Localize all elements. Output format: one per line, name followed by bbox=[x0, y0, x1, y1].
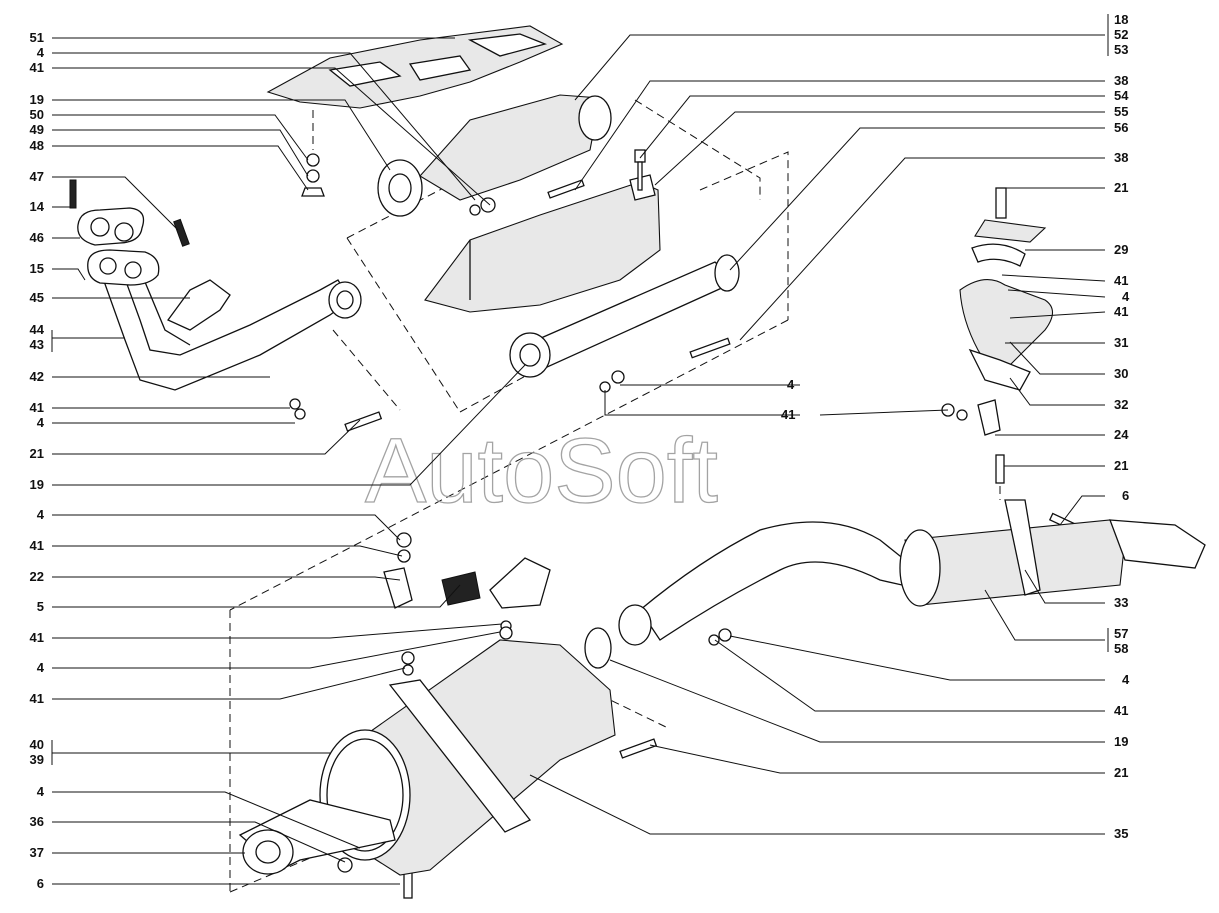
callout-41b: 41 bbox=[30, 400, 44, 415]
callout-5: 5 bbox=[37, 599, 44, 614]
callout-41d: 41 bbox=[30, 630, 44, 645]
callout-22: 22 bbox=[30, 569, 44, 584]
callout-53: 53 bbox=[1114, 42, 1128, 57]
callout-30: 30 bbox=[1114, 366, 1128, 381]
callout-19b: 19 bbox=[30, 477, 44, 492]
callout-44: 44 bbox=[30, 322, 45, 337]
callout-41r2: 41 bbox=[1114, 304, 1128, 319]
callout-21r2: 21 bbox=[1114, 458, 1128, 473]
callout-39: 39 bbox=[30, 752, 44, 767]
leader-lines bbox=[52, 34, 1106, 885]
callout-29: 29 bbox=[1114, 242, 1128, 257]
callout-41m: 41 bbox=[781, 407, 795, 422]
callout-4c: 4 bbox=[37, 507, 45, 522]
callout-4: 4 bbox=[37, 45, 45, 60]
intermediate-pipe bbox=[509, 254, 740, 378]
callout-21r3: 21 bbox=[1114, 765, 1128, 780]
callout-21: 21 bbox=[30, 446, 44, 461]
callout-31: 31 bbox=[1114, 335, 1128, 350]
callout-52: 52 bbox=[1114, 27, 1128, 42]
callout-19r: 19 bbox=[1114, 734, 1128, 749]
callout-43: 43 bbox=[30, 337, 44, 352]
callout-6: 6 bbox=[37, 876, 44, 891]
upper-heat-shield bbox=[266, 25, 564, 109]
left-callouts: 51 4 41 19 50 49 48 47 14 46 15 45 44 43… bbox=[30, 30, 45, 891]
callout-33: 33 bbox=[1114, 595, 1128, 610]
callout-50: 50 bbox=[30, 107, 44, 122]
callout-15: 15 bbox=[30, 261, 44, 276]
front-exhaust-pipe bbox=[77, 207, 362, 391]
callout-19: 19 bbox=[30, 92, 44, 107]
additional-silencer bbox=[584, 499, 1206, 669]
callout-41r: 41 bbox=[1114, 273, 1128, 288]
callout-41e: 41 bbox=[30, 691, 44, 706]
callout-4r3: 4 bbox=[1122, 672, 1130, 687]
callout-14: 14 bbox=[30, 199, 45, 214]
callout-41r3: 41 bbox=[1114, 703, 1128, 718]
callout-40: 40 bbox=[30, 737, 44, 752]
callout-56: 56 bbox=[1114, 120, 1128, 135]
right-callouts: 18 52 53 38 54 55 56 38 21 29 41 4 41 31… bbox=[781, 12, 1130, 841]
callout-55: 55 bbox=[1114, 104, 1128, 119]
callout-4e: 4 bbox=[37, 784, 45, 799]
callout-4r: 4 bbox=[1122, 289, 1130, 304]
callout-37: 37 bbox=[30, 845, 44, 860]
callout-42: 42 bbox=[30, 369, 44, 384]
callout-4b: 4 bbox=[37, 415, 45, 430]
callout-58: 58 bbox=[1114, 641, 1128, 656]
callout-4m: 4 bbox=[787, 377, 795, 392]
callout-32: 32 bbox=[1114, 397, 1128, 412]
callout-21r: 21 bbox=[1114, 180, 1128, 195]
callout-24: 24 bbox=[1114, 427, 1129, 442]
callout-18: 18 bbox=[1114, 12, 1128, 27]
callout-6r: 6 bbox=[1122, 488, 1129, 503]
callout-54: 54 bbox=[1114, 88, 1129, 103]
callout-49: 49 bbox=[30, 122, 44, 137]
callout-35: 35 bbox=[1114, 826, 1128, 841]
rear-hanger-assembly bbox=[959, 187, 1054, 436]
callout-57: 57 bbox=[1114, 626, 1128, 641]
callout-38: 38 bbox=[1114, 73, 1128, 88]
catalytic-converter bbox=[377, 94, 612, 217]
callout-41c: 41 bbox=[30, 538, 44, 553]
main-silencer bbox=[238, 557, 616, 876]
callout-51: 51 bbox=[30, 30, 44, 45]
callout-47: 47 bbox=[30, 169, 44, 184]
callout-41: 41 bbox=[30, 60, 44, 75]
label-brackets bbox=[51, 14, 1109, 765]
callout-36: 36 bbox=[30, 814, 44, 829]
callout-45: 45 bbox=[30, 290, 44, 305]
callout-46: 46 bbox=[30, 230, 44, 245]
callout-38b: 38 bbox=[1114, 150, 1128, 165]
watermark-text: AutoSoft bbox=[365, 420, 718, 522]
callout-4d: 4 bbox=[37, 660, 45, 675]
callout-48: 48 bbox=[30, 138, 44, 153]
